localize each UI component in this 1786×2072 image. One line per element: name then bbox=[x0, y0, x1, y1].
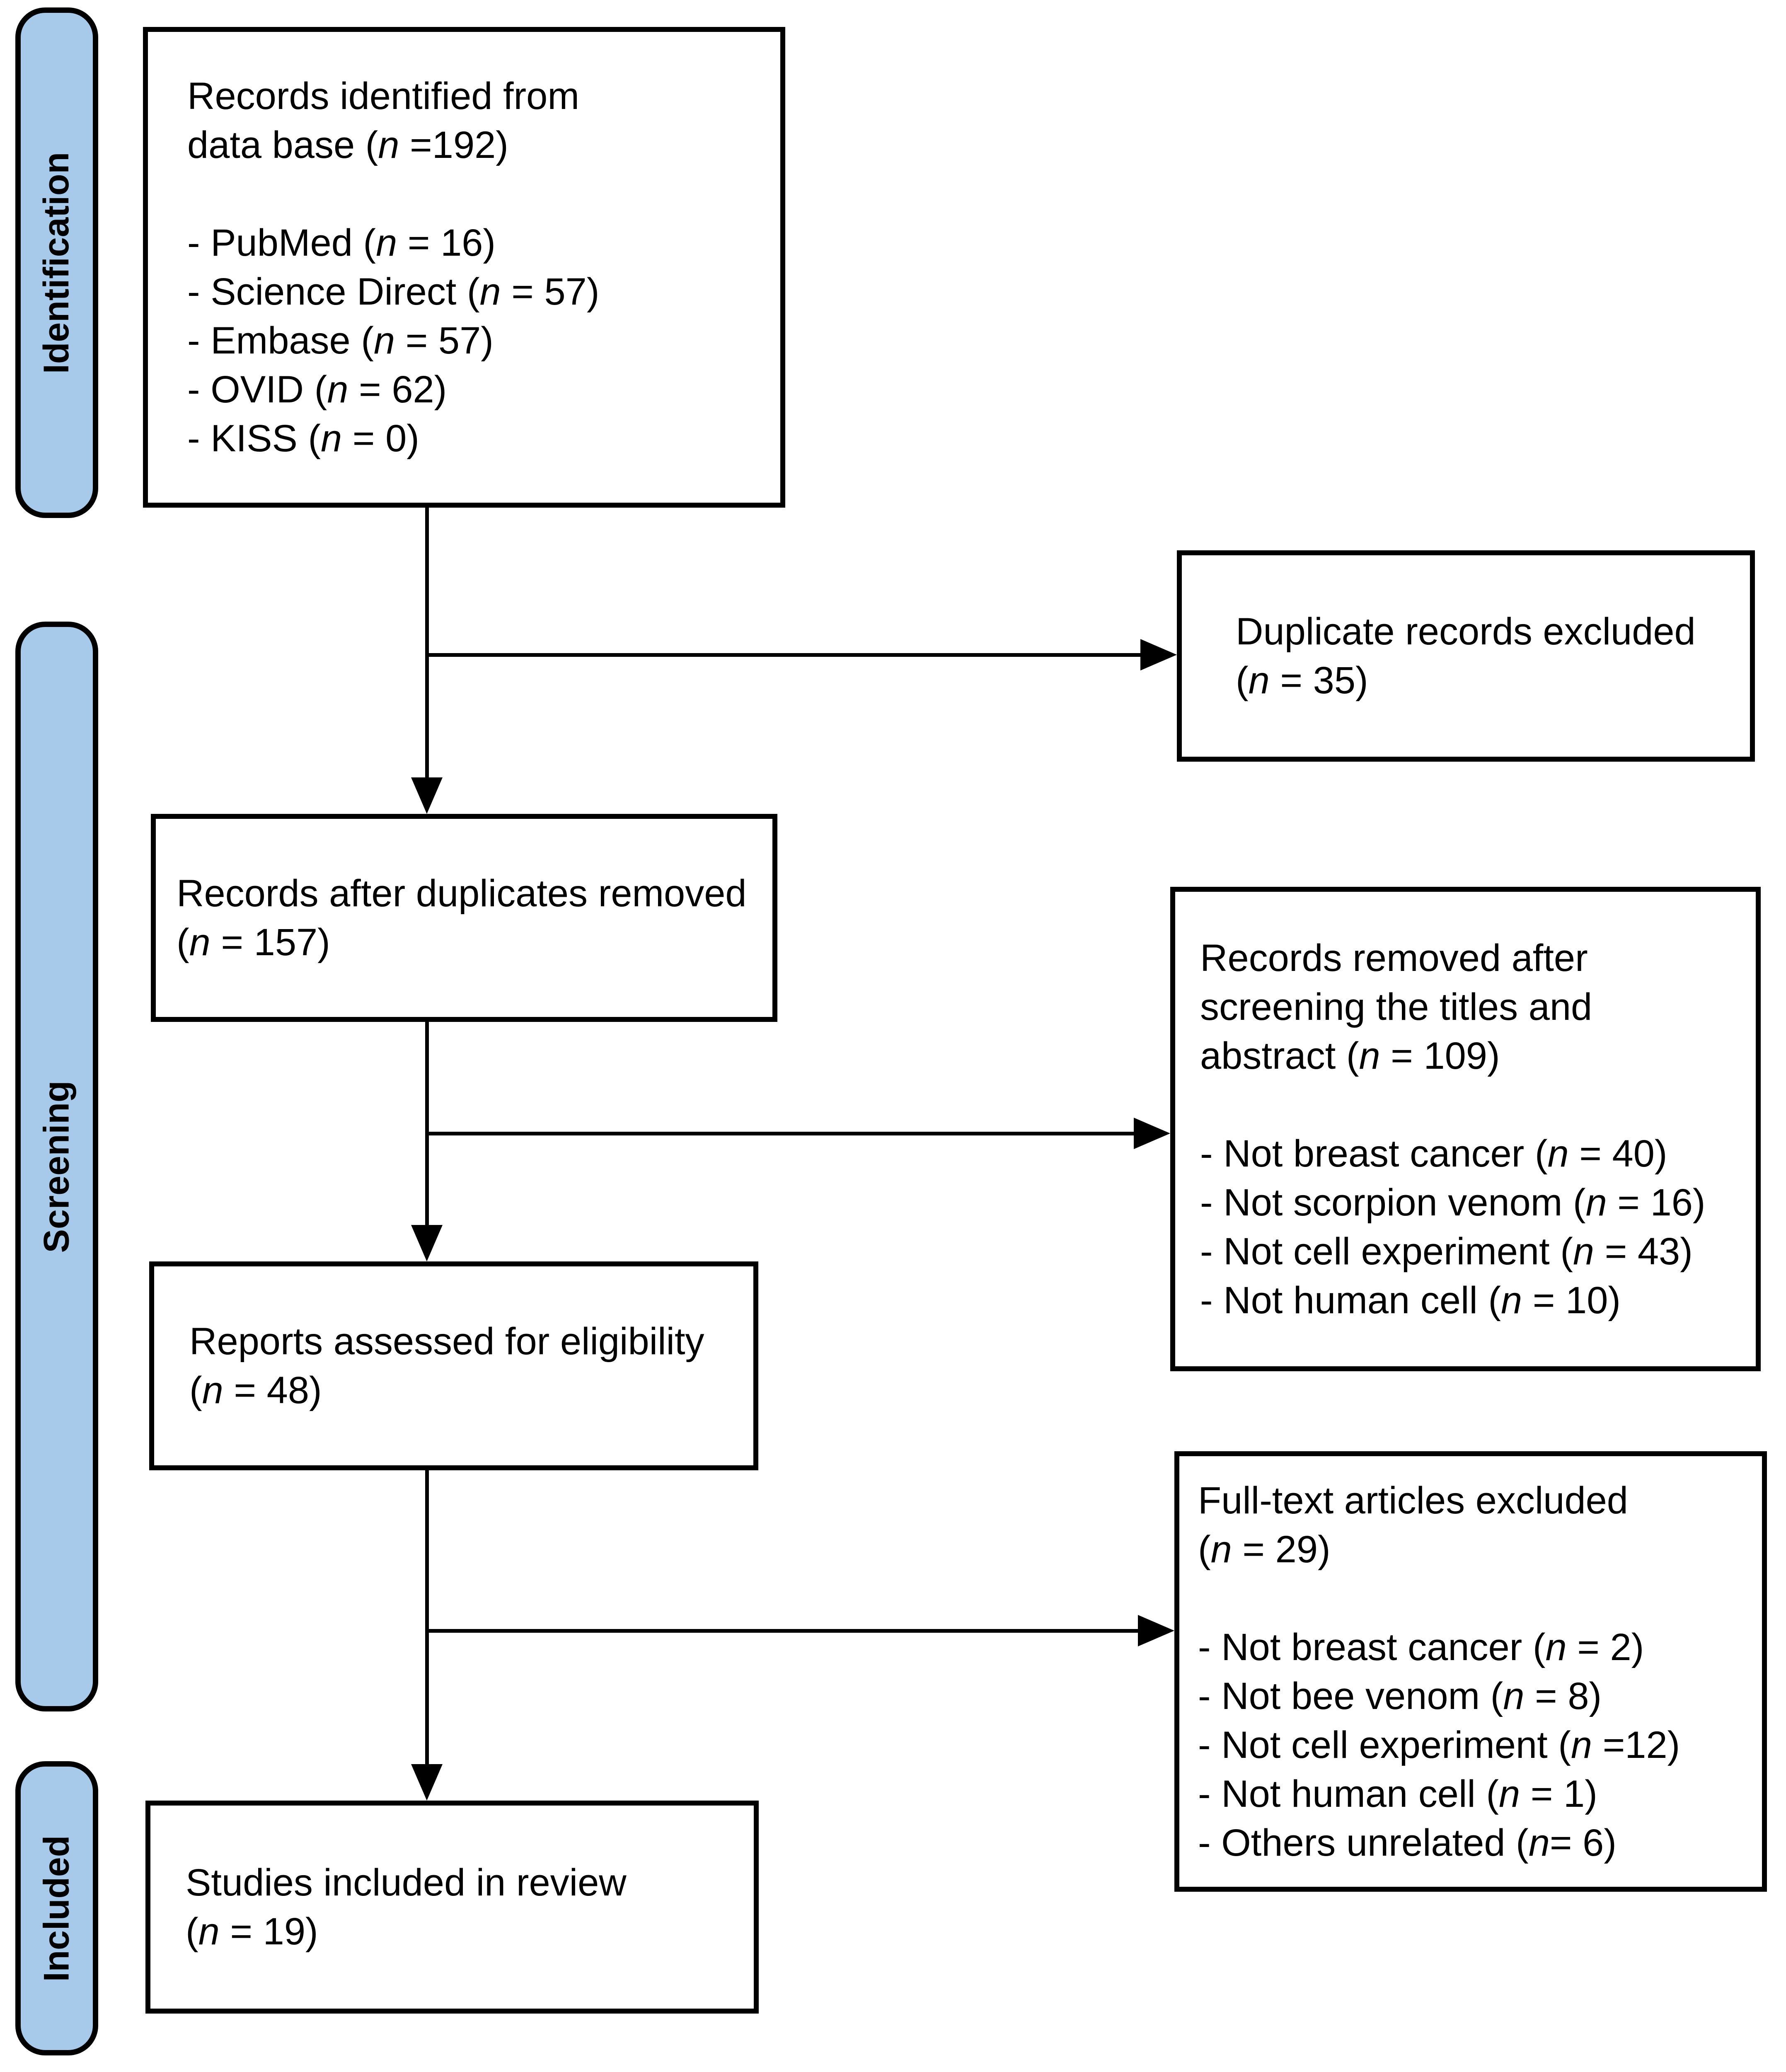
database-list-item: - Embase (n = 57) bbox=[187, 320, 494, 362]
stage-identification-label: Identification bbox=[36, 152, 77, 374]
box-studies-included: Studies included in review (n = 19) bbox=[145, 1801, 759, 2014]
title-line: Records after duplicates removed bbox=[177, 872, 747, 915]
database-list-item: - PubMed (n = 16) bbox=[187, 222, 496, 264]
title-line: Records identified from bbox=[187, 75, 579, 117]
exclusion-list-item: - Not breast cancer (n = 2) bbox=[1198, 1626, 1644, 1668]
exclusion-list-item: - Not breast cancer (n = 40) bbox=[1200, 1132, 1667, 1175]
box-after-duplicates-removed: Records after duplicates removed (n = 157… bbox=[151, 814, 777, 1022]
database-list-item: - OVID (n = 62) bbox=[187, 368, 447, 411]
arrowhead-right-screening-removed bbox=[1134, 1118, 1170, 1149]
box-title: Records after duplicates removed (n = 157… bbox=[177, 869, 772, 967]
connector-to-fulltext-excluded bbox=[427, 1629, 1138, 1633]
exclusion-list-item: - Not human cell (n = 1) bbox=[1198, 1772, 1597, 1815]
stage-screening: Screening bbox=[15, 622, 98, 1711]
connector-afterduplicates-to-assessed bbox=[425, 1022, 429, 1227]
exclusion-list-item: - Not bee venom (n = 8) bbox=[1198, 1675, 1602, 1717]
box-title: Studies included in review (n = 19) bbox=[186, 1858, 754, 1956]
stage-included-label: Included bbox=[36, 1835, 77, 1982]
arrowhead-down-included bbox=[411, 1764, 443, 1801]
box-title: Full-text articles excluded (n = 29) bbox=[1198, 1476, 1762, 1574]
connector-assessed-to-included bbox=[425, 1470, 429, 1764]
box-title: Records removed after screening the title… bbox=[1200, 934, 1756, 1080]
box-records-identified: Records identified from data base (n =192… bbox=[143, 27, 785, 508]
box-title: Duplicate records excluded (n = 35) bbox=[1236, 607, 1750, 705]
title-line: abstract (n = 109) bbox=[1200, 1034, 1500, 1077]
exclusion-list-item: - Not cell experiment (n =12) bbox=[1198, 1723, 1680, 1766]
title-line: Records removed after bbox=[1200, 937, 1588, 979]
title-line: (n = 48) bbox=[189, 1369, 322, 1411]
connector-to-duplicates-excluded bbox=[427, 653, 1142, 657]
title-line: Studies included in review bbox=[186, 1861, 627, 1904]
stage-screening-label: Screening bbox=[36, 1080, 77, 1253]
arrowhead-down-afterduplicates bbox=[411, 777, 443, 814]
arrowhead-right-fulltext-excluded bbox=[1138, 1615, 1174, 1646]
title-line: (n = 157) bbox=[177, 921, 330, 963]
arrowhead-right-duplicates-excluded bbox=[1140, 639, 1177, 670]
exclusion-list-item: - Not scorpion venom (n = 16) bbox=[1200, 1181, 1706, 1224]
box-exclusion-list: - Not breast cancer (n = 40) - Not scorpi… bbox=[1200, 1129, 1756, 1325]
connector-identified-to-afterduplicates bbox=[425, 508, 429, 779]
box-assessed-eligibility: Reports assessed for eligibility (n = 48) bbox=[149, 1261, 758, 1470]
title-line: Full-text articles excluded bbox=[1198, 1479, 1628, 1522]
title-line: (n = 19) bbox=[186, 1910, 318, 1953]
title-line: data base (n =192) bbox=[187, 124, 508, 166]
title-line: screening the titles and bbox=[1200, 985, 1592, 1028]
exclusion-list-item: - Others unrelated (n= 6) bbox=[1198, 1821, 1617, 1864]
connector-to-screening-removed bbox=[427, 1132, 1134, 1135]
box-database-list: - PubMed (n = 16) - Science Direct (n = 5… bbox=[187, 218, 780, 463]
box-title: Records identified from data base (n =192… bbox=[187, 72, 780, 169]
title-line: Duplicate records excluded bbox=[1236, 610, 1696, 653]
title-line: (n = 29) bbox=[1198, 1528, 1331, 1571]
box-exclusion-list: - Not breast cancer (n = 2) - Not bee ven… bbox=[1198, 1623, 1762, 1867]
arrowhead-down-assessed bbox=[411, 1225, 443, 1261]
box-duplicates-excluded: Duplicate records excluded (n = 35) bbox=[1177, 550, 1755, 762]
box-screening-removed: Records removed after screening the title… bbox=[1170, 887, 1761, 1371]
title-line: (n = 35) bbox=[1236, 659, 1368, 702]
title-line: Reports assessed for eligibility bbox=[189, 1320, 704, 1363]
box-fulltext-excluded: Full-text articles excluded (n = 29) - No… bbox=[1174, 1451, 1767, 1892]
exclusion-list-item: - Not cell experiment (n = 43) bbox=[1200, 1230, 1693, 1273]
database-list-item: - KISS (n = 0) bbox=[187, 417, 419, 460]
stage-included: Included bbox=[15, 1761, 98, 2055]
database-list-item: - Science Direct (n = 57) bbox=[187, 271, 600, 313]
stage-identification: Identification bbox=[15, 7, 98, 518]
box-title: Reports assessed for eligibility (n = 48) bbox=[189, 1317, 753, 1415]
exclusion-list-item: - Not human cell (n = 10) bbox=[1200, 1279, 1621, 1322]
